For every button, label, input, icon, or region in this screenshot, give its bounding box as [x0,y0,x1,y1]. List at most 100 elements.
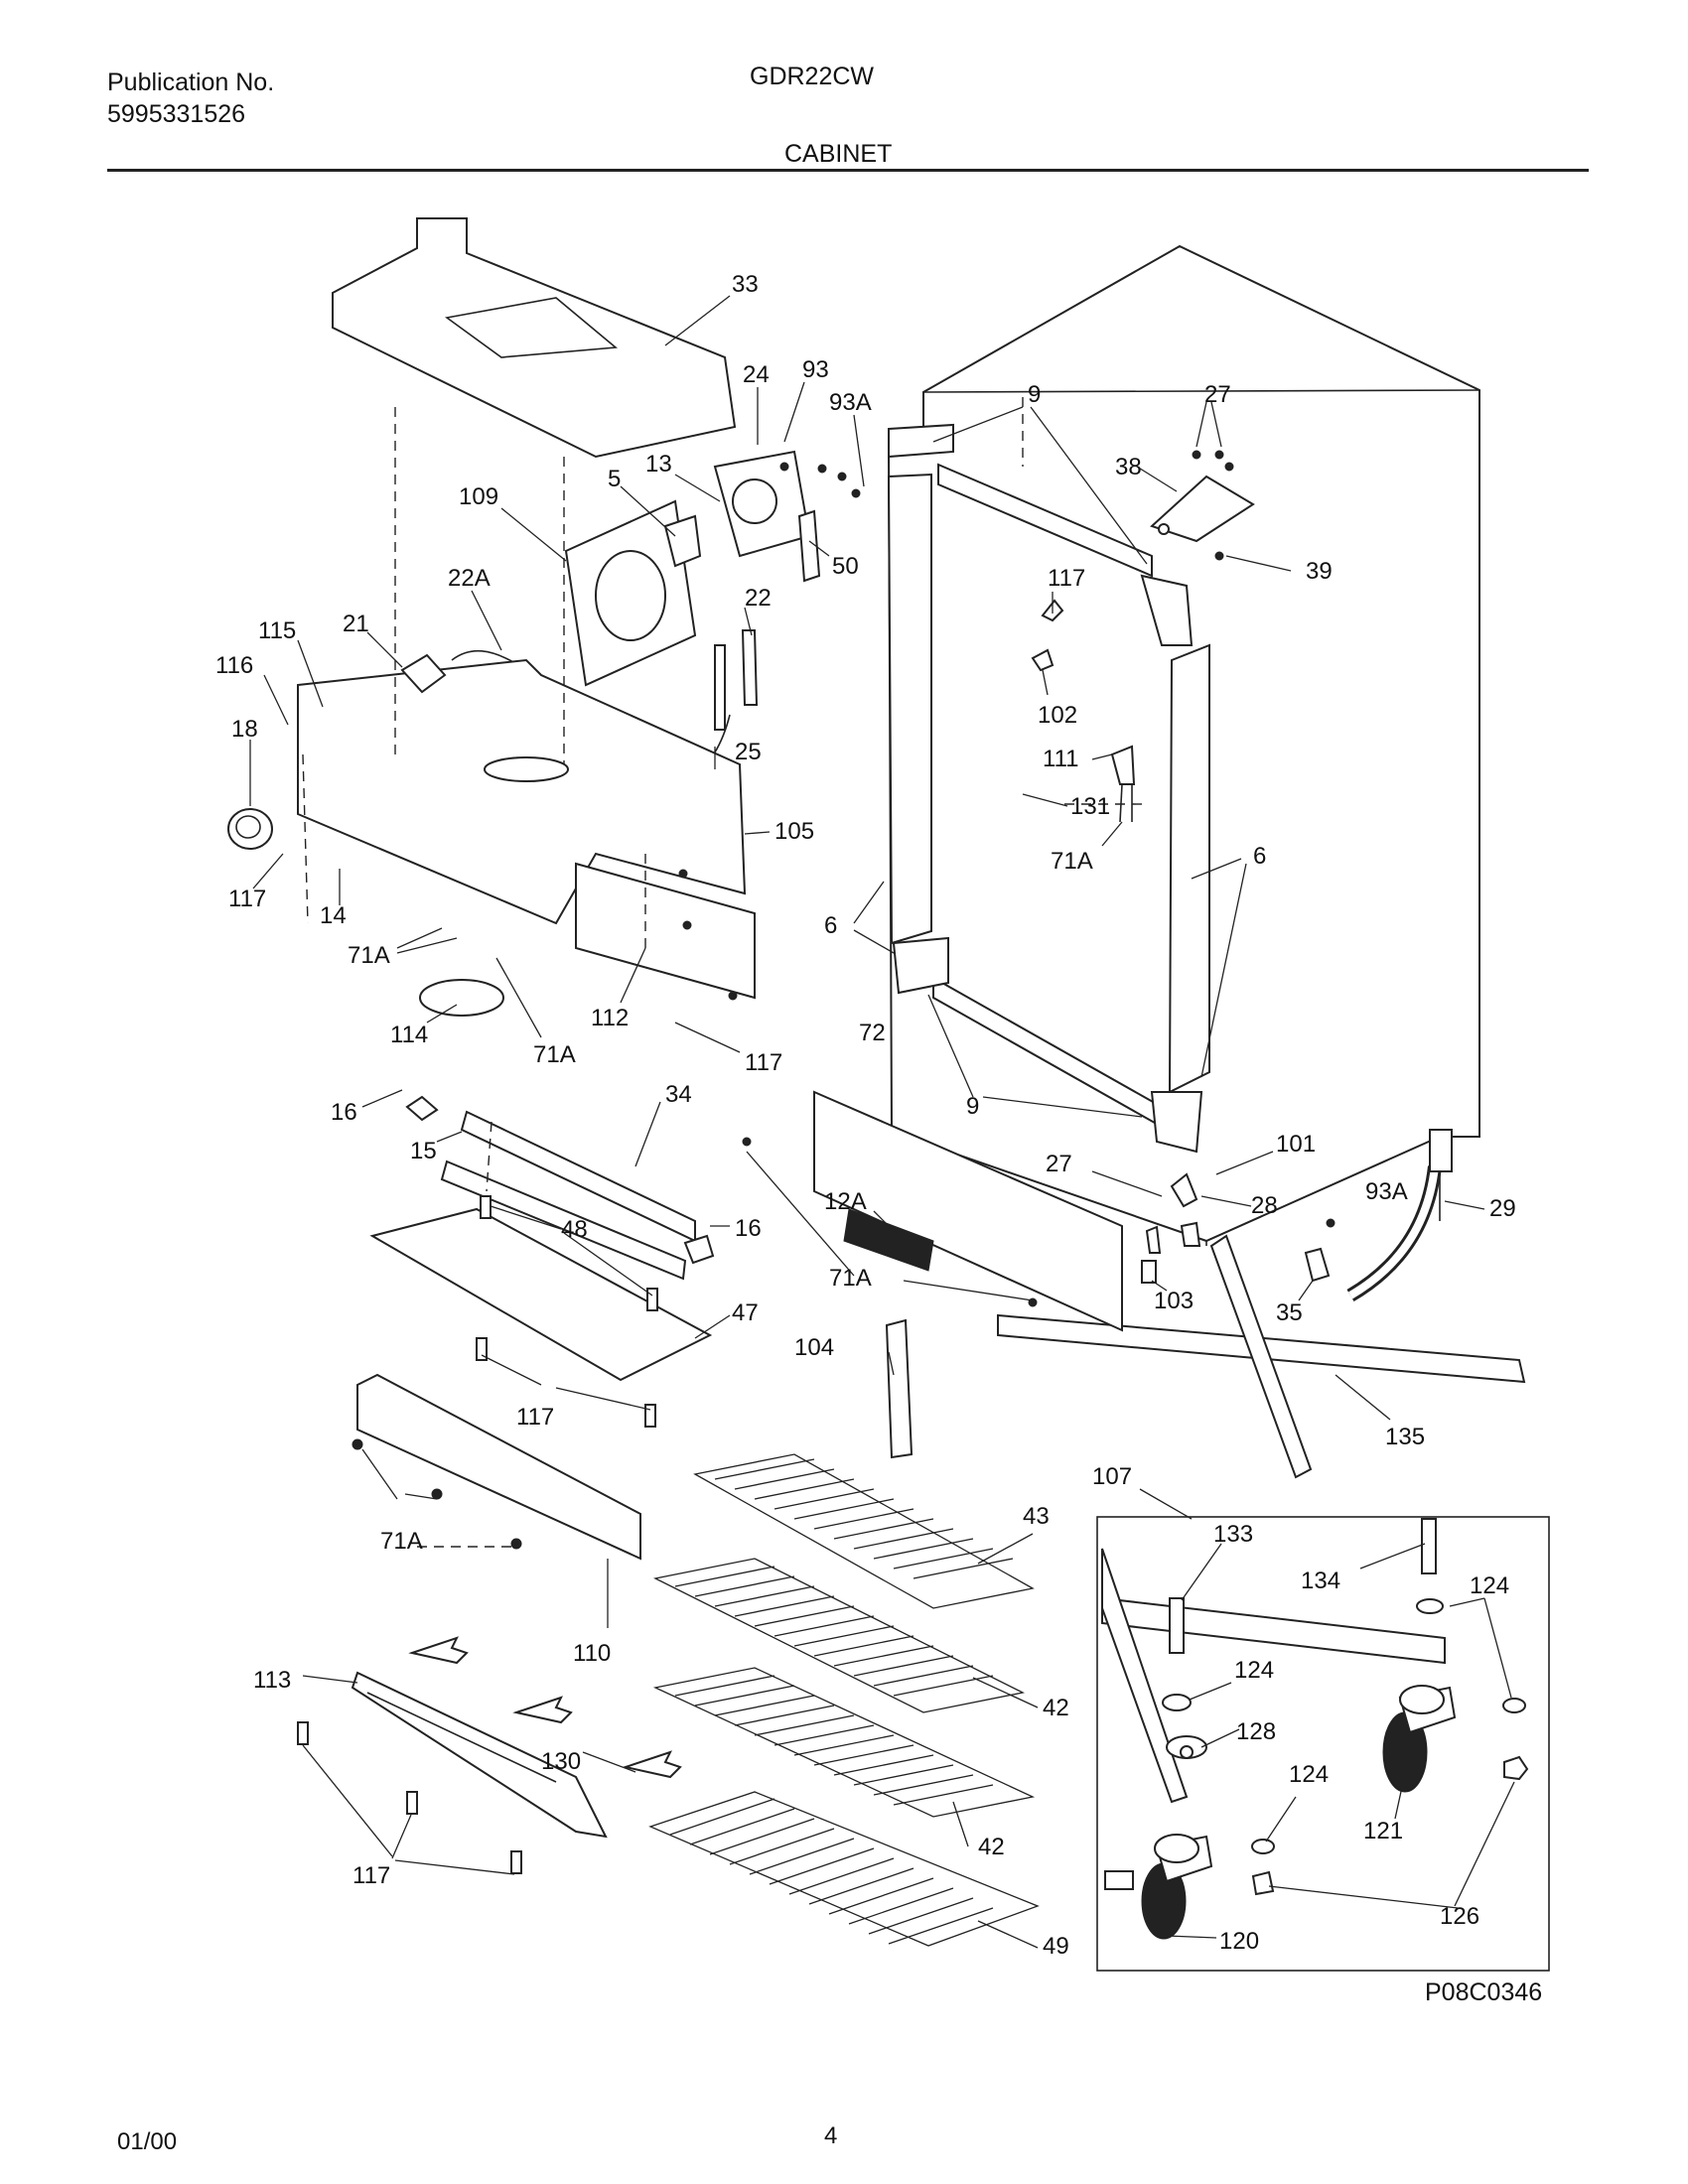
callout-101: 101 [1276,1131,1316,1158]
callout-labels: 33 24 93 93A 13 5 109 50 22A 22 21 115 1… [215,271,1516,1960]
light-lens [419,979,504,1017]
assembly-lines [302,397,1142,1548]
callout-128: 128 [1236,1718,1276,1745]
callout-115: 115 [258,617,296,644]
wire-rack-43 [693,1453,1035,1609]
callout-5: 5 [608,466,621,492]
fan-blade [663,514,702,568]
callout-71A-a: 71A [348,942,390,969]
callout-12A: 12A [824,1188,867,1215]
callout-124-c: 124 [1289,1761,1329,1788]
light-tube [405,1095,715,1281]
page-number: 4 [824,2122,838,2149]
callout-104: 104 [794,1334,834,1361]
door-gasket [887,423,1210,1154]
callout-113: 113 [253,1667,291,1694]
callout-22: 22 [745,585,772,612]
publication-number: 5995331526 [107,100,246,128]
thermostat [400,653,447,694]
callout-124-a: 124 [1470,1572,1509,1599]
callout-103: 103 [1154,1288,1194,1314]
callout-39: 39 [1306,558,1333,585]
callout-15: 15 [410,1138,437,1164]
callout-27-b: 27 [1046,1151,1072,1177]
drawing-number: P08C0346 [1425,1979,1543,2006]
callout-72: 72 [859,1020,886,1046]
callout-121: 121 [1363,1818,1403,1844]
air-baffle [575,862,756,1001]
callout-38: 38 [1115,454,1142,480]
callout-25: 25 [735,739,762,765]
callout-18: 18 [231,716,258,743]
callout-117-d: 117 [352,1862,390,1889]
section-title: CABINET [784,140,893,168]
callout-114: 114 [390,1022,428,1048]
callout-124-b: 124 [1234,1657,1274,1684]
callout-29: 29 [1489,1195,1516,1222]
callout-27-a: 27 [1204,381,1231,408]
callout-6-b: 6 [824,912,837,939]
leader-lines [249,295,1515,1949]
callout-71A-c: 71A [380,1528,423,1555]
callout-71A-e: 71A [829,1265,872,1292]
callout-28: 28 [1251,1192,1278,1219]
callout-50: 50 [832,553,859,580]
callout-135: 135 [1385,1424,1425,1450]
callout-117-e: 117 [1048,565,1085,592]
callout-93: 93 [802,356,829,383]
callout-21: 21 [343,611,369,637]
callout-24: 24 [743,361,770,388]
callout-6-a: 6 [1253,843,1266,870]
top-hinge [1150,450,1255,561]
knob [227,808,273,850]
callout-71A-b: 71A [533,1041,576,1068]
callout-117-c: 117 [516,1404,554,1431]
callout-9-b: 9 [966,1093,979,1120]
wire-rack-42b [652,1667,1036,1818]
wire-rack-49 [648,1791,1040,1947]
callout-22A: 22A [448,565,491,592]
front-grille [742,1090,1123,1332]
callout-110: 110 [573,1640,611,1667]
fan-motor-bracket [713,450,861,583]
callout-134: 134 [1301,1568,1340,1594]
callout-109: 109 [459,483,498,510]
callout-117-a: 117 [228,886,266,912]
drain-hose [1346,1129,1453,1302]
callout-33: 33 [732,271,759,298]
header-rule [107,169,1589,172]
publication-label: Publication No. [107,68,275,96]
shelf-47 [369,1195,713,1428]
air-duct [352,1373,641,1561]
legs [997,1234,1526,1479]
callout-34: 34 [665,1081,692,1108]
callout-107: 107 [1092,1463,1132,1490]
bracket-104 [885,1318,914,1459]
callout-116: 116 [215,652,253,679]
callout-42-b: 42 [978,1834,1005,1860]
callout-105: 105 [774,818,814,845]
callout-16-a: 16 [331,1099,357,1126]
callout-35: 35 [1276,1299,1303,1326]
cabinet-hardware [1031,599,1336,1284]
callout-13: 13 [645,451,672,478]
callout-102: 102 [1038,702,1077,729]
callout-126: 126 [1440,1903,1479,1930]
callout-111: 111 [1043,746,1078,772]
revision-date: 01/00 [117,2128,178,2155]
callout-93A: 93A [829,389,872,416]
fan-shroud [564,499,697,687]
callout-42-a: 42 [1043,1695,1069,1721]
evaporator-cover [297,658,747,925]
callout-130: 130 [541,1748,581,1775]
wire-rack-42a [653,1558,1025,1713]
model-number: GDR22CW [750,63,875,90]
callout-117-b: 117 [745,1049,782,1076]
callout-120: 120 [1219,1928,1259,1955]
callout-71A-d: 71A [1051,848,1093,875]
callout-93A-b: 93A [1365,1178,1408,1205]
top-cover [332,217,737,459]
callout-131: 131 [1070,793,1110,820]
callout-47: 47 [732,1299,759,1326]
